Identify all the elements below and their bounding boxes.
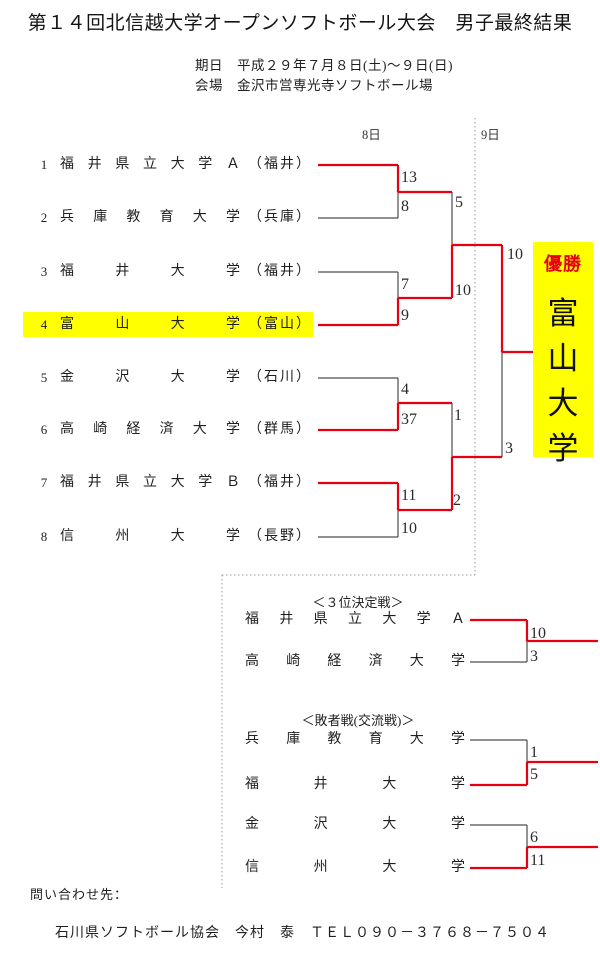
team-name: 兵庫教育大学	[60, 210, 240, 225]
team-seed: 8	[40, 529, 48, 544]
team-seed: 6	[40, 422, 48, 437]
date-label: 期日	[195, 58, 223, 73]
team-prefecture: （石川）	[248, 370, 310, 385]
team-prefecture: （長野）	[248, 529, 310, 544]
team-seed: 1	[40, 157, 48, 172]
score-qf4-bottom: 10	[401, 520, 417, 537]
team-name: 高崎経済大学	[60, 422, 240, 437]
consolation-header: ＜敗者戦(交流戦)＞	[301, 713, 415, 728]
consolation-team-4: 信州大学	[245, 860, 465, 875]
team-row-3: 3 福井大学 （福井）	[0, 259, 600, 285]
score-final-bottom: 3	[505, 440, 513, 457]
team-prefecture: （兵庫）	[248, 210, 310, 225]
consolation-team-1: 兵庫教育大学	[245, 732, 465, 747]
consolation-team-3: 金沢大学	[245, 817, 465, 832]
score-qf2-bottom: 9	[401, 307, 409, 324]
team-prefecture: （富山）	[248, 317, 310, 332]
score-sf2-bottom: 2	[453, 492, 461, 509]
team-seed: 4	[40, 317, 48, 332]
champion-box: 優勝 富山大学	[533, 242, 593, 466]
venue-row: 会場金沢市営専光寺ソフトボール場	[195, 74, 433, 94]
score-qf4-top: 11	[401, 487, 417, 504]
team-prefecture: （福井）	[248, 157, 310, 172]
score-qf2-top: 7	[401, 276, 409, 293]
score-third-top: 10	[530, 625, 546, 642]
score-cons2-top: 6	[530, 829, 538, 846]
date-value: 平成２９年７月８日(土)～９日(日)	[237, 58, 453, 73]
score-sf1-bottom: 10	[455, 282, 471, 299]
score-final-top: 10	[507, 246, 523, 263]
score-qf3-bottom: 37	[401, 411, 417, 428]
contact-heading: 問い合わせ先：	[30, 887, 129, 902]
consolation-team-2: 福井大学	[245, 777, 465, 792]
third-place-team-b: 高崎経済大学	[245, 654, 465, 669]
venue-value: 金沢市営専光寺ソフトボール場	[237, 78, 433, 93]
team-seed: 5	[40, 370, 48, 385]
score-third-bottom: 3	[530, 648, 538, 665]
team-row-8: 8 信州大学 （長野）	[0, 524, 600, 550]
score-qf1-bottom: 8	[401, 198, 409, 215]
score-sf2-top: 1	[454, 407, 462, 424]
score-cons1-bottom: 5	[530, 766, 538, 783]
team-prefecture: （福井）	[248, 475, 310, 490]
champion-name: 富山大学	[547, 296, 579, 466]
team-name: 金沢大学	[60, 370, 240, 385]
score-qf1-top: 13	[401, 169, 417, 186]
team-prefecture: （福井）	[248, 264, 310, 279]
team-seed: 7	[40, 475, 48, 490]
page-title: 第１４回北信越大学オープンソフトボール大会 男子最終結果	[27, 13, 573, 34]
contact-detail: 石川県ソフトボール協会 今村 泰 ＴＥＬ０９０－３７６８－７５０４	[55, 926, 550, 941]
third-place-header: ＜３位決定戦＞	[312, 595, 404, 610]
team-seed: 3	[40, 264, 48, 279]
score-sf1-top: 5	[455, 194, 463, 211]
champion-title: 優勝	[544, 254, 582, 274]
day8-label: 8日	[362, 128, 381, 142]
team-seed: 2	[40, 210, 48, 225]
team-name: 福井大学	[60, 264, 240, 279]
team-name: 富山大学	[60, 317, 240, 332]
team-row-2: 2 兵庫教育大学 （兵庫）	[0, 205, 600, 231]
team-name: 信州大学	[60, 529, 240, 544]
date-row: 期日平成２９年７月８日(土)～９日(日)	[195, 54, 453, 74]
team-row-5: 5 金沢大学 （石川）	[0, 365, 600, 391]
champion-row-highlight	[23, 312, 313, 337]
team-row-4: 4 富山大学 （富山）	[0, 312, 600, 338]
score-cons1-top: 1	[530, 744, 538, 761]
score-cons2-bottom: 11	[530, 852, 546, 869]
team-prefecture: （群馬）	[248, 422, 310, 437]
team-row-6: 6 高崎経済大学 （群馬）	[0, 417, 600, 443]
score-qf3-top: 4	[401, 381, 409, 398]
day9-label: 9日	[481, 128, 500, 142]
venue-label: 会場	[195, 78, 223, 93]
